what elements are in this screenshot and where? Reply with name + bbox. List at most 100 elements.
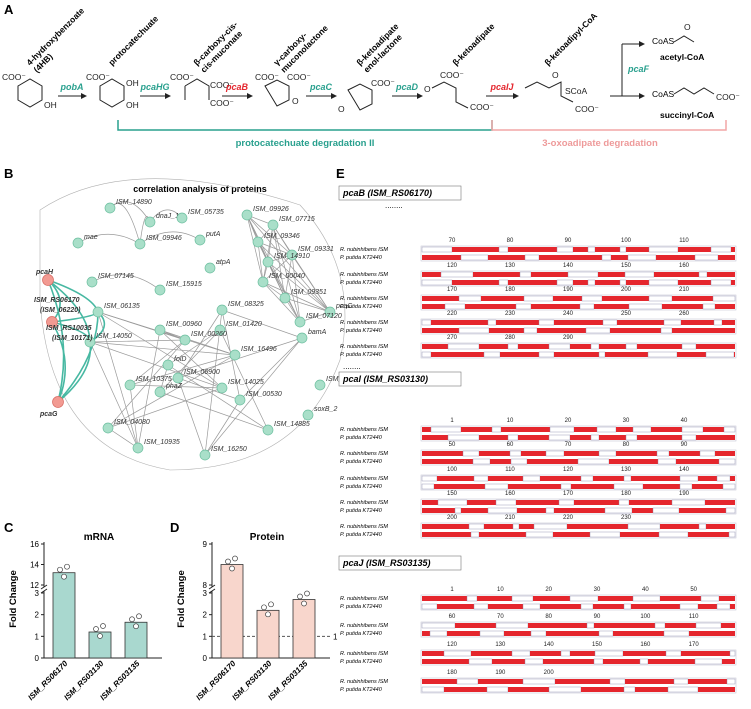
alignment-segment [570,255,602,260]
alignment-segment [734,596,735,601]
alignment-segment [468,658,493,665]
alignment-segment [495,604,523,609]
alignment-position: 120 [447,263,458,269]
network-node-label: ISM_07715 [279,216,315,223]
alignment-segment [696,435,727,440]
alignment-segment [438,596,467,601]
highlight-label-rs06170: ISM_RS06170 [34,297,80,304]
alignment-position: 40 [681,418,688,424]
alignment-segment [554,320,582,325]
compound-name-line: protocatechuate [106,13,160,67]
alignment-title-box [338,371,462,387]
alignment-segment [538,319,555,326]
alignment-segment [574,631,599,636]
network-edge [159,329,223,389]
alignment-segment [422,296,442,301]
alignment-segment [518,435,525,440]
alignment-segment [626,247,633,252]
alignment-segment [508,247,534,252]
network-edge [89,341,236,356]
alignment-segment [538,351,555,358]
alignment-position: 200 [447,515,458,521]
alignment-position: 40 [642,587,649,593]
network-edge [291,254,301,323]
data-point [136,613,142,620]
network-node [154,324,166,336]
alignment-segment [643,484,673,489]
alignment-segment [616,451,638,456]
alignment-segment [648,279,679,286]
alignment-segment [524,254,540,261]
alignment-segment [653,679,674,684]
network-node [324,306,336,318]
network-edge [97,311,236,356]
alignment-segment [540,604,550,609]
alignment-segment [570,435,576,440]
compound-name: β-ketoadipate [450,21,496,67]
alignment-segment [461,427,472,432]
alignment-segment [483,351,501,358]
alignment-segment [671,499,706,506]
alignment-segment [504,631,513,636]
alignment-segment [705,351,735,358]
alignment-segment [421,319,432,326]
alignment-position: 200 [621,287,632,293]
alignment-segment [556,246,574,253]
alignment-segment [550,604,581,609]
bar [256,609,280,659]
alignment-segment [678,247,684,252]
alignment-segment [576,344,591,349]
alignment-segment [422,651,444,656]
alignment-segment [710,532,729,537]
alignment-segment [672,623,696,628]
network-edge [272,224,286,299]
alignment-segment [654,622,666,629]
alignment-segment [589,531,621,538]
alignment-segment [635,532,659,537]
alignment-segment [431,352,453,357]
alignment-segment [691,320,714,325]
alignment-segment [477,500,496,505]
alignment-segment [598,596,619,601]
alignment-segment [495,499,517,506]
alignment-segment [437,476,453,481]
network-node-label: ISM_00260 [191,331,227,338]
alignment-segment [523,508,546,513]
data-point [225,558,231,565]
network-edge [284,254,293,299]
alignment-segment [674,427,682,432]
alignment-segment [582,247,588,252]
network-edge [77,233,141,245]
network-node-label: ISM_00960 [166,321,202,328]
chart-title: mRNA [84,532,115,543]
y-axis-label: Fold Change [176,570,187,628]
network-edge [262,224,274,283]
bar [292,599,316,659]
alignment-segment [462,450,480,457]
y-tick-label: 3 [203,589,208,598]
alignment-segment [526,524,534,529]
alignment-segment [586,622,595,629]
alignment-position: 150 [447,491,458,497]
alignment-segment [546,631,574,636]
alignment-segment [587,246,596,253]
alignment-segment [574,500,606,505]
alignment-segment [560,650,571,657]
alignment-segment [665,659,695,664]
product-acetyl-coa: CoAS O acetyl-CoA [652,22,704,62]
species-label: R. nubinhibens ISM [340,679,388,685]
alignment-segment [559,596,570,601]
network-node [302,409,314,421]
alignment-segment [721,623,735,628]
y-tick-label: 2 [35,611,40,620]
alignment-segment [531,304,563,309]
alignment-position: 210 [505,515,516,521]
network-node-label: ISM_16496 [241,346,277,353]
alignment-segment [431,255,461,260]
network-node-label: ISM_09926 [253,206,289,213]
coas-label-1: CoAS [652,36,675,46]
alignment-segment [460,254,489,261]
network-node [172,372,184,384]
